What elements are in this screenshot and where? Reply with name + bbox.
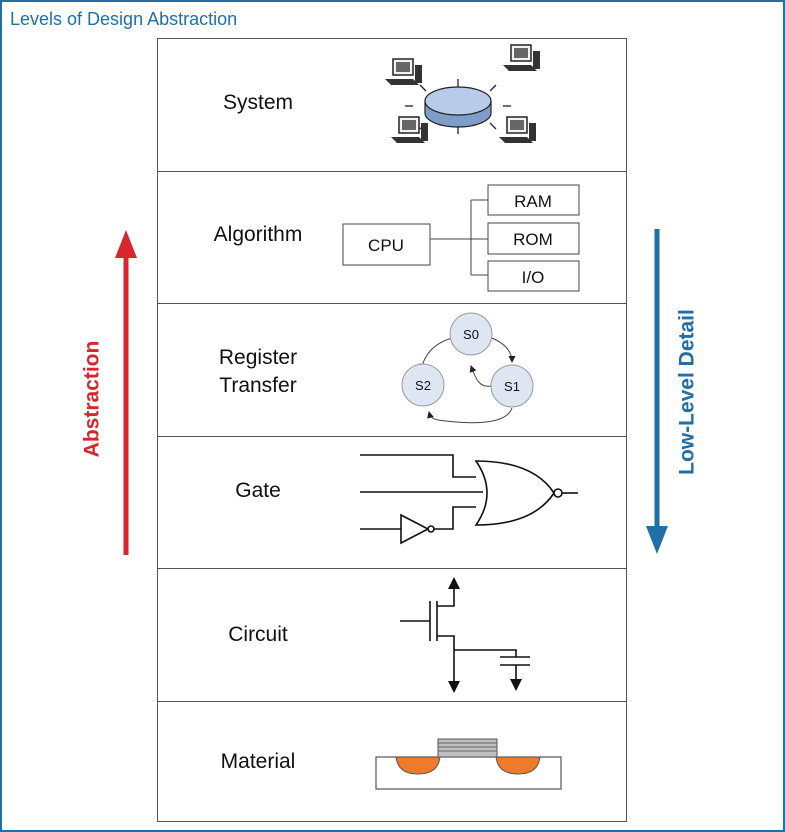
network-icon bbox=[385, 44, 540, 143]
io-label: I/O bbox=[522, 268, 545, 287]
level-material: Material bbox=[158, 702, 626, 823]
material-cross-section bbox=[375, 738, 562, 790]
state-s2-label: S2 bbox=[415, 378, 431, 393]
computer-icon-bottom-right bbox=[499, 116, 536, 143]
abstraction-arrow bbox=[115, 230, 137, 555]
transistor-schematic bbox=[400, 577, 530, 693]
low-level-detail-label: Low-Level Detail bbox=[676, 309, 699, 475]
state-s1-label: S1 bbox=[504, 379, 520, 394]
diagram-title: Levels of Design Abstraction bbox=[10, 9, 238, 29]
level-system: System bbox=[158, 39, 626, 172]
level-register-transfer: Register Transfer S0 S1 bbox=[158, 304, 626, 437]
level-algorithm: Algorithm CPU RAM ROM I/O bbox=[158, 172, 626, 304]
computer-icon-top-left bbox=[385, 58, 422, 85]
computer-icon-bottom-left bbox=[391, 116, 428, 143]
low-level-detail-arrow bbox=[646, 229, 668, 554]
level-circuit: Circuit bbox=[158, 569, 626, 702]
level-label-gate: Gate bbox=[235, 479, 281, 502]
level-label-material: Material bbox=[220, 750, 296, 773]
computer-icon-top-right bbox=[503, 44, 540, 71]
level-label-transfer: Transfer bbox=[219, 374, 297, 397]
state-machine-diagram: S0 S1 S2 bbox=[401, 312, 534, 424]
cpu-label: CPU bbox=[368, 236, 404, 255]
level-label-algorithm: Algorithm bbox=[213, 223, 303, 246]
abstraction-stack: System bbox=[157, 38, 627, 822]
state-s0-label: S0 bbox=[463, 327, 479, 342]
level-label-system: System bbox=[222, 91, 293, 114]
nor-gate-schematic bbox=[360, 454, 578, 545]
ram-label: RAM bbox=[514, 192, 552, 211]
level-gate: Gate bbox=[158, 437, 626, 569]
algorithm-block-diagram: CPU RAM ROM I/O bbox=[342, 184, 580, 292]
rom-label: ROM bbox=[513, 230, 553, 249]
level-label-circuit: Circuit bbox=[228, 623, 288, 646]
abstraction-label: Abstraction bbox=[81, 341, 104, 458]
level-label-register: Register bbox=[218, 346, 298, 369]
